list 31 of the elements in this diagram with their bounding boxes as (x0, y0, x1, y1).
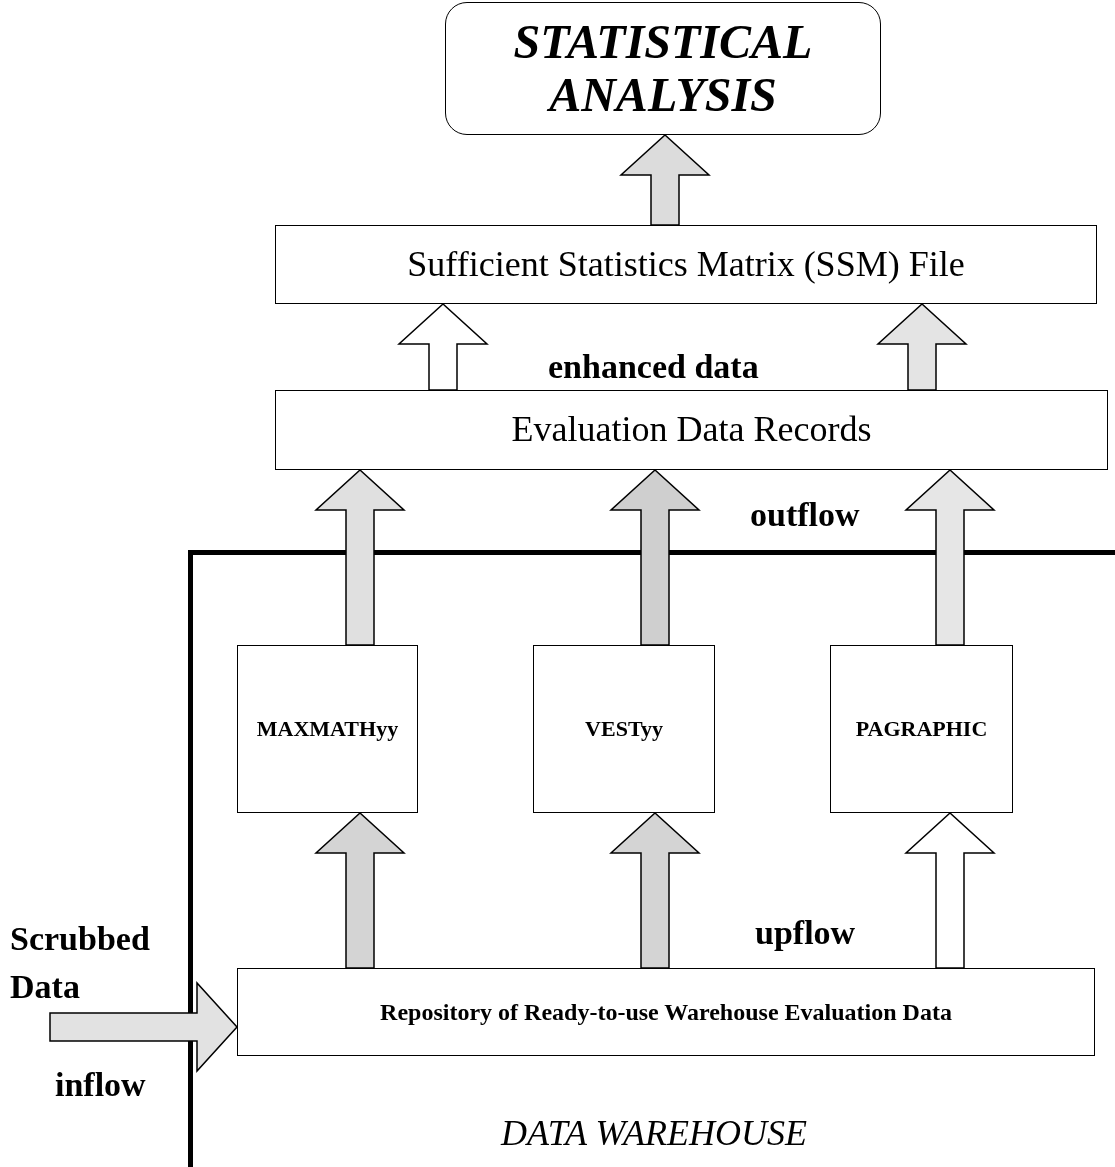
node-label: VESTyy (585, 715, 663, 743)
flow-label: outflow (750, 495, 860, 535)
region-title: DATA WAREHOUSE (499, 1111, 808, 1155)
flow-label: Scrubbed Data (10, 919, 151, 1007)
block-arrow (904, 812, 996, 969)
process-box (533, 645, 715, 813)
block-arrow (397, 303, 489, 391)
block-arrow (876, 303, 968, 391)
block-arrow (49, 981, 238, 1073)
block-arrow (314, 469, 406, 646)
block-arrow (619, 134, 711, 226)
node-label: PAGRAPHIC (855, 715, 988, 743)
node-label: STATISTICAL ANALYSIS (512, 15, 814, 122)
node-label: MAXMATHyy (256, 715, 399, 743)
block-arrow (609, 812, 701, 969)
block-arrow (609, 469, 701, 646)
flow-label: enhanced data (548, 347, 759, 387)
rounded-box (445, 2, 881, 135)
warehouse-region (188, 550, 1115, 1167)
flow-label: upflow (755, 913, 856, 953)
process-box (275, 225, 1097, 304)
block-arrow (904, 469, 996, 646)
node-label: Sufficient Statistics Matrix (SSM) File (407, 242, 965, 286)
node-label: Repository of Ready-to-use Warehouse Evaluation Data (380, 997, 952, 1027)
block-arrow (314, 812, 406, 969)
node-label: Evaluation Data Records (511, 408, 872, 452)
process-box (237, 968, 1095, 1056)
process-box (830, 645, 1013, 813)
process-box (237, 645, 418, 813)
flow-label: inflow (55, 1065, 146, 1105)
process-box (275, 390, 1108, 470)
